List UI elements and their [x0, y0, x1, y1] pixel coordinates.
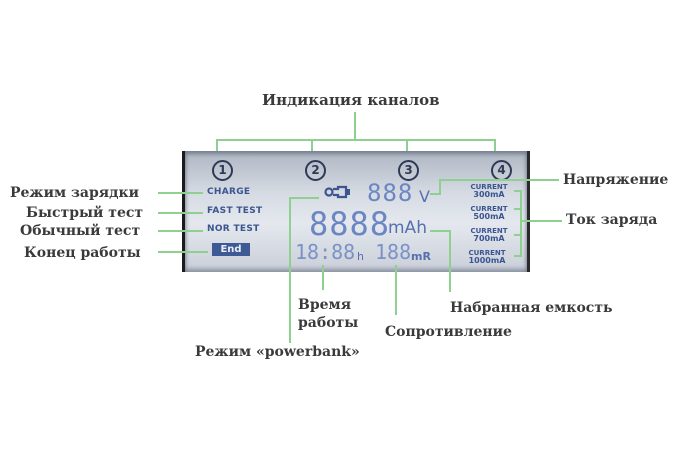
voltage-digits: 888 [367, 179, 414, 207]
channel-1-tick [216, 139, 218, 151]
mode-fast-test: FAST TEST [207, 206, 263, 216]
title-leader-line [354, 112, 356, 140]
leader-voltage-h2 [439, 179, 559, 181]
channel-3-indicator: 3 [398, 160, 419, 181]
resistance-unit: mR [411, 250, 431, 263]
label-charge-current: Ток заряда [566, 212, 658, 228]
leader-voltage-v [439, 179, 441, 195]
label-fast-test: Быстрый тест [26, 205, 144, 221]
label-end: Конец работы [24, 245, 141, 261]
label-normal-test: Обычный тест [20, 223, 141, 239]
leader-resistance [395, 265, 397, 315]
leader-end [158, 251, 208, 253]
channel-bracket-line [216, 139, 496, 141]
voltage-unit: V [419, 187, 430, 206]
label-capacity: Набранная емкость [450, 300, 613, 316]
leader-powerbank-v [289, 197, 291, 343]
channel-1-indicator: 1 [212, 160, 233, 181]
channel-2-indicator: 2 [305, 160, 326, 181]
label-resistance: Сопротивление [385, 324, 512, 340]
usb-plug-icon [324, 185, 350, 199]
lcd-display: 1 2 3 4 CHARGE FAST TEST NOR TEST End 88… [182, 151, 530, 272]
resistance-digits: 188 [375, 240, 412, 264]
leader-voltage-h1 [430, 193, 440, 195]
leader-powerbank-h [289, 197, 319, 199]
bracket-current-t1 [514, 190, 522, 192]
channel-2-tick [311, 139, 313, 151]
leader-work-time [322, 265, 324, 290]
leader-charge [158, 192, 203, 194]
mode-end: End [212, 243, 250, 256]
work-time-digits: 18:88 [295, 240, 356, 264]
leader-capacity-v [449, 230, 451, 292]
label-powerbank-mode: Режим «powerbank» [195, 344, 360, 360]
label-charge-mode: Режим зарядки [10, 185, 139, 201]
label-work-time-2: работы [298, 315, 359, 331]
channel-3-tick [406, 139, 408, 151]
channel-indication-title: Индикация каналов [262, 91, 440, 109]
bracket-current-v [520, 190, 522, 256]
bracket-current-t4 [514, 255, 522, 257]
bracket-current-t2 [514, 208, 522, 210]
leader-fast-test [158, 212, 203, 214]
leader-capacity-h [430, 230, 450, 232]
capacity-digits: 8888 [309, 205, 391, 243]
leader-nor-test [158, 230, 203, 232]
channel-4-tick [494, 139, 496, 151]
work-time-unit: h [357, 250, 364, 263]
channel-4-indicator: 4 [491, 160, 512, 181]
capacity-unit: mAh [388, 218, 427, 238]
label-work-time-1: Время [298, 297, 352, 313]
leader-charge-current [520, 220, 562, 222]
label-voltage: Напряжение [563, 172, 669, 188]
mode-nor-test: NOR TEST [207, 224, 260, 234]
mode-charge: CHARGE [207, 187, 251, 197]
bracket-current-t3 [514, 234, 522, 236]
